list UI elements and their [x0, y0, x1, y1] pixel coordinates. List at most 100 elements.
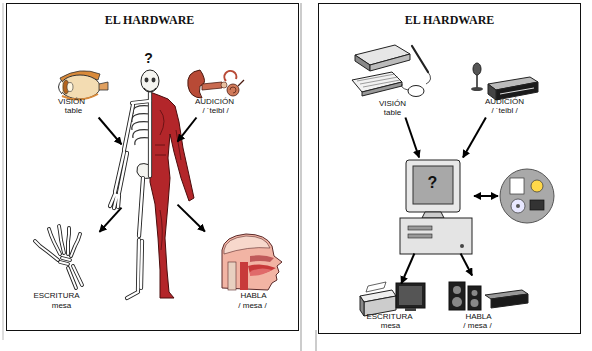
word-label: table	[14, 107, 134, 115]
word-label: / ´teibl /	[156, 107, 276, 115]
head-section-illustration	[222, 234, 282, 290]
output-group: HABLA/ mesa /	[205, 232, 290, 315]
throat	[240, 262, 248, 290]
device-group: VISIÓNtable	[350, 40, 435, 118]
edge-line	[3, 3, 4, 340]
cochlea	[227, 84, 239, 96]
tongue	[250, 268, 272, 276]
computer-case	[400, 218, 472, 254]
neck-spine	[228, 262, 236, 290]
head-profile	[222, 234, 282, 290]
audio-input-devices	[471, 63, 538, 100]
flow-arrow	[99, 118, 122, 145]
sense-group: VISIÓNtable	[45, 70, 112, 118]
keyboard-keys	[357, 74, 400, 87]
flow-arrow	[178, 205, 205, 232]
eye-socket	[152, 78, 156, 83]
microphone-head	[473, 63, 481, 75]
keyboard-front	[362, 82, 402, 96]
speaker-cone	[453, 286, 461, 294]
drive-slot	[408, 226, 432, 230]
sense-label: AUDICIÓN	[155, 98, 275, 106]
bone-outline	[35, 226, 82, 288]
monitor-stand	[422, 212, 444, 218]
skull	[141, 70, 159, 92]
jaw	[144, 88, 156, 92]
computer-group: ?	[400, 158, 472, 254]
mouse-cable	[402, 84, 408, 90]
brain-area	[224, 236, 270, 254]
sense-label: VISIÓN	[333, 100, 453, 108]
word-label: table	[333, 109, 453, 117]
semicircular-canal	[224, 71, 236, 81]
flow-arrow	[401, 254, 414, 284]
panel-title: EL HARDWARE	[390, 14, 510, 26]
sense-label: AUDICIÓN	[445, 98, 565, 106]
bone-fill	[35, 226, 82, 288]
device-group: ESCRITURAmesa	[355, 284, 427, 333]
cornea	[59, 80, 63, 94]
output-group: ESCRITURAmesa	[25, 232, 100, 315]
optic-nerve	[99, 82, 108, 90]
question-mark: ?	[373, 175, 493, 191]
mouse	[408, 86, 424, 97]
word-label: / mesa /	[193, 302, 313, 310]
pen-cable	[426, 72, 431, 84]
word-label: / ´teibl /	[445, 107, 565, 115]
sense-label: HABLA	[194, 292, 314, 300]
device-group: AUDICIÓN/ ´teibl /	[465, 62, 540, 118]
auditory-nerve	[238, 80, 244, 86]
media-circle	[500, 169, 554, 223]
double-arrow	[474, 195, 498, 197]
nasal-cavity	[250, 255, 274, 262]
cochlea-spiral	[230, 87, 236, 93]
output-devices	[360, 282, 528, 316]
document-icon	[510, 178, 524, 194]
ear-illustration	[188, 70, 244, 98]
ribs	[132, 106, 150, 145]
disc-hole	[516, 204, 520, 208]
flow-arrow	[178, 118, 197, 142]
flow-arrow	[100, 208, 122, 232]
stylus-pen	[412, 46, 428, 72]
bone-outline	[110, 92, 150, 298]
flow-arrow	[461, 254, 473, 276]
sense-label: ESCRITURA	[0, 292, 117, 300]
word-label: mesa	[2, 302, 122, 310]
word-label: mesa	[331, 322, 451, 330]
speaker	[468, 286, 481, 310]
bone-fill	[110, 92, 150, 298]
divider-line	[316, 330, 317, 351]
microphone-stand	[476, 75, 478, 88]
device-group: HABLA/ mesa /	[445, 276, 530, 333]
body-group: ?	[122, 50, 178, 305]
hardware-panel: EL HARDWAREVISIÓNtableAUDICIÓN/ ´teibl /…	[6, 3, 299, 331]
disc-icon	[511, 199, 525, 213]
sound-card-front	[491, 294, 528, 308]
sense-label: VISIÓN	[12, 98, 132, 106]
sense-label: HABLA	[419, 313, 539, 321]
word-label: / mesa /	[418, 322, 538, 330]
input-devices	[352, 45, 431, 97]
computer-illustration	[400, 160, 554, 254]
eye-socket	[145, 78, 149, 83]
muscle-lines	[155, 110, 181, 250]
question-mark: ?	[89, 51, 209, 65]
output-monitor-stand	[405, 308, 416, 311]
eyeball	[60, 75, 100, 99]
power-button	[460, 244, 464, 248]
output-monitor-screen	[399, 286, 422, 305]
hardware-panel: EL HARDWAREVISIÓNtableAUDICIÓN/ ´teibl /…	[318, 3, 581, 334]
panel-title: EL HARDWARE	[90, 14, 210, 26]
printer-paper	[366, 282, 386, 292]
ossicles	[221, 82, 227, 88]
scanner-front	[370, 54, 410, 71]
bulb-icon	[531, 180, 543, 192]
muscle-half	[150, 92, 194, 298]
sound-box-stripe	[500, 88, 534, 94]
flow-arrow	[463, 118, 486, 158]
speaker-cone	[472, 290, 478, 296]
